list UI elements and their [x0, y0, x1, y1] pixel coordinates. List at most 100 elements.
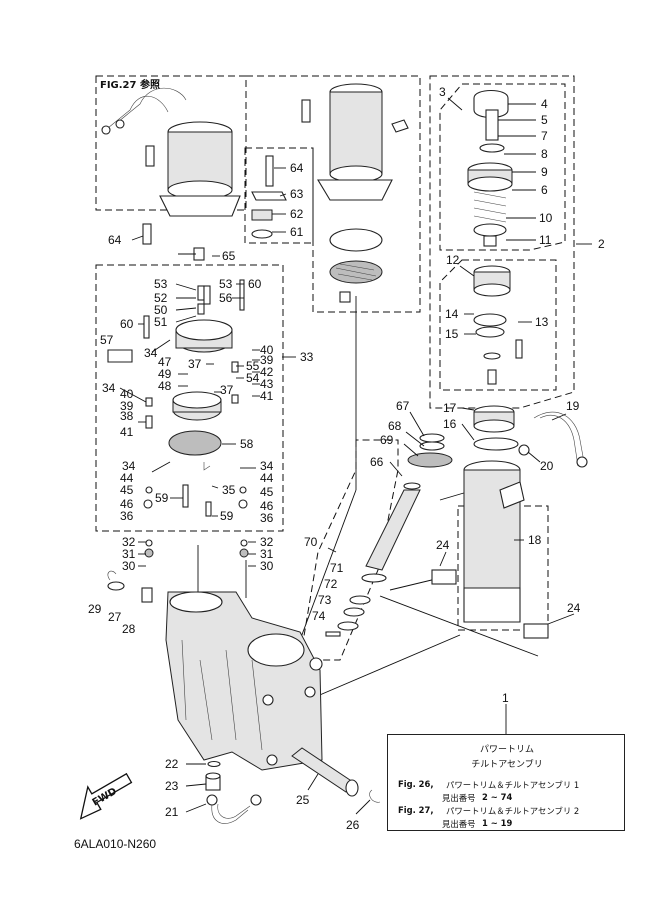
legend-fig27-text: パワートリム＆チルトアセンブリ 2: [446, 806, 580, 816]
callout-36a: 36: [120, 509, 134, 523]
callout-68: 68: [388, 419, 402, 433]
legend-fig27-range-label: 見出番号: [442, 819, 476, 829]
callout-47: 47: [158, 355, 172, 369]
callout-37b: 37: [220, 383, 234, 397]
callout-53b: 53: [219, 277, 233, 291]
callout-44b: 44: [260, 471, 274, 485]
callout-29: 29: [88, 602, 102, 616]
callout-61: 61: [290, 225, 304, 239]
callout-10: 10: [539, 211, 553, 225]
callout-71: 71: [330, 561, 344, 575]
callout-55: 55: [246, 359, 260, 373]
callout-40a: 40: [260, 343, 274, 357]
callout-18: 18: [528, 533, 542, 547]
legend-subtitle: チルトアセンブリ: [471, 760, 543, 770]
callout-22: 22: [165, 757, 179, 771]
callout-60a: 60: [248, 277, 262, 291]
callout-34b: 34: [102, 381, 116, 395]
lower-parts: [205, 747, 381, 824]
callout-63: 63: [290, 187, 304, 201]
leader-lines: [119, 97, 592, 815]
figure-reference-label: FIG.27 参照: [100, 78, 160, 91]
callout-46a: 46: [120, 497, 134, 511]
legend-fig27-label: Fig. 27,: [398, 805, 434, 815]
piston-region-12: [439, 259, 557, 391]
piston-rod-region-3: [439, 83, 566, 251]
callout-66: 66: [370, 455, 384, 469]
callout-1: 1: [502, 691, 509, 705]
tilt-cylinder-group-region-2: [429, 75, 575, 409]
callout-41b: 41: [120, 425, 134, 439]
callout-43: 43: [260, 377, 274, 391]
callout-60b: 60: [120, 317, 134, 331]
valve-body-assembly-region-33: [95, 264, 284, 532]
callout-32a: 32: [122, 535, 136, 549]
callout-70: 70: [304, 535, 318, 549]
callout-46b: 46: [260, 499, 274, 513]
callout-73: 73: [318, 593, 332, 607]
callout-24b: 24: [567, 601, 581, 615]
reservoir-tank: [301, 83, 409, 303]
legend-box: パワートリム チルトアセンブリ Fig. 26, パワートリム＆チルトアセンブリ…: [387, 734, 625, 831]
legend-fig26-label: Fig. 26,: [398, 779, 434, 789]
callout-57: 57: [100, 333, 114, 347]
callout-16: 16: [443, 417, 457, 431]
callout-50: 50: [154, 303, 168, 317]
callout-30b: 30: [260, 559, 274, 573]
callout-65: 65: [222, 249, 236, 263]
callout-39a: 39: [260, 353, 274, 367]
callout-11: 11: [539, 233, 552, 247]
callout-14: 14: [445, 307, 459, 321]
callout-34a: 34: [144, 346, 158, 360]
piston-assembly: [473, 265, 523, 385]
legend-fig26-range: 2 ~ 74: [482, 792, 513, 802]
callout-45b: 45: [260, 485, 274, 499]
callout-52: 52: [154, 291, 168, 305]
callout-62: 62: [290, 207, 304, 221]
callout-33: 33: [300, 350, 314, 364]
callout-53a: 53: [154, 277, 168, 291]
callout-72: 72: [324, 577, 338, 591]
callout-20: 20: [540, 459, 554, 473]
legend-fig26-range-label: 見出番号: [442, 793, 476, 803]
callout-6: 6: [541, 183, 548, 197]
callout-23: 23: [165, 779, 179, 793]
callout-38: 38: [120, 409, 134, 423]
callout-17: 17: [443, 401, 457, 415]
callout-41a: 41: [260, 389, 274, 403]
callout-19: 19: [566, 399, 580, 413]
callout-31a: 31: [122, 547, 136, 561]
callout-31b: 31: [260, 547, 274, 561]
fig27-reference-region-ext: [246, 75, 421, 313]
fwd-arrow-icon: FWD: [79, 772, 133, 820]
trim-cylinder: [325, 433, 453, 637]
callout-48: 48: [158, 379, 172, 393]
piston-rod-assembly: [467, 89, 513, 247]
callout-39b: 39: [120, 399, 134, 413]
legend-fig26-text: パワートリム＆チルトアセンブリ 1: [446, 780, 580, 790]
callout-15: 15: [445, 327, 459, 341]
callout-8: 8: [541, 147, 548, 161]
callout-74: 74: [312, 609, 326, 623]
callout-44a: 44: [120, 471, 134, 485]
callout-25: 25: [296, 793, 310, 807]
callout-9: 9: [541, 165, 548, 179]
callout-37a: 37: [188, 357, 202, 371]
electric-motor: [101, 87, 241, 217]
callout-36b: 36: [260, 511, 274, 525]
drawing-code: 6ALA010-N260: [74, 837, 156, 851]
callout-35: 35: [222, 483, 236, 497]
callout-13: 13: [535, 315, 549, 329]
callout-28: 28: [122, 622, 136, 636]
callout-32b: 32: [260, 535, 274, 549]
callout-12: 12: [446, 253, 460, 267]
callout-40b: 40: [120, 387, 134, 401]
callout-4: 4: [541, 97, 548, 111]
callout-34c: 34: [122, 459, 136, 473]
solenoid-kit-parts: [142, 155, 287, 261]
trim-cylinder-region-70: [299, 439, 399, 661]
callout-2: 2: [598, 237, 605, 251]
callout-26: 26: [346, 818, 360, 832]
callout-59a: 59: [155, 491, 169, 505]
